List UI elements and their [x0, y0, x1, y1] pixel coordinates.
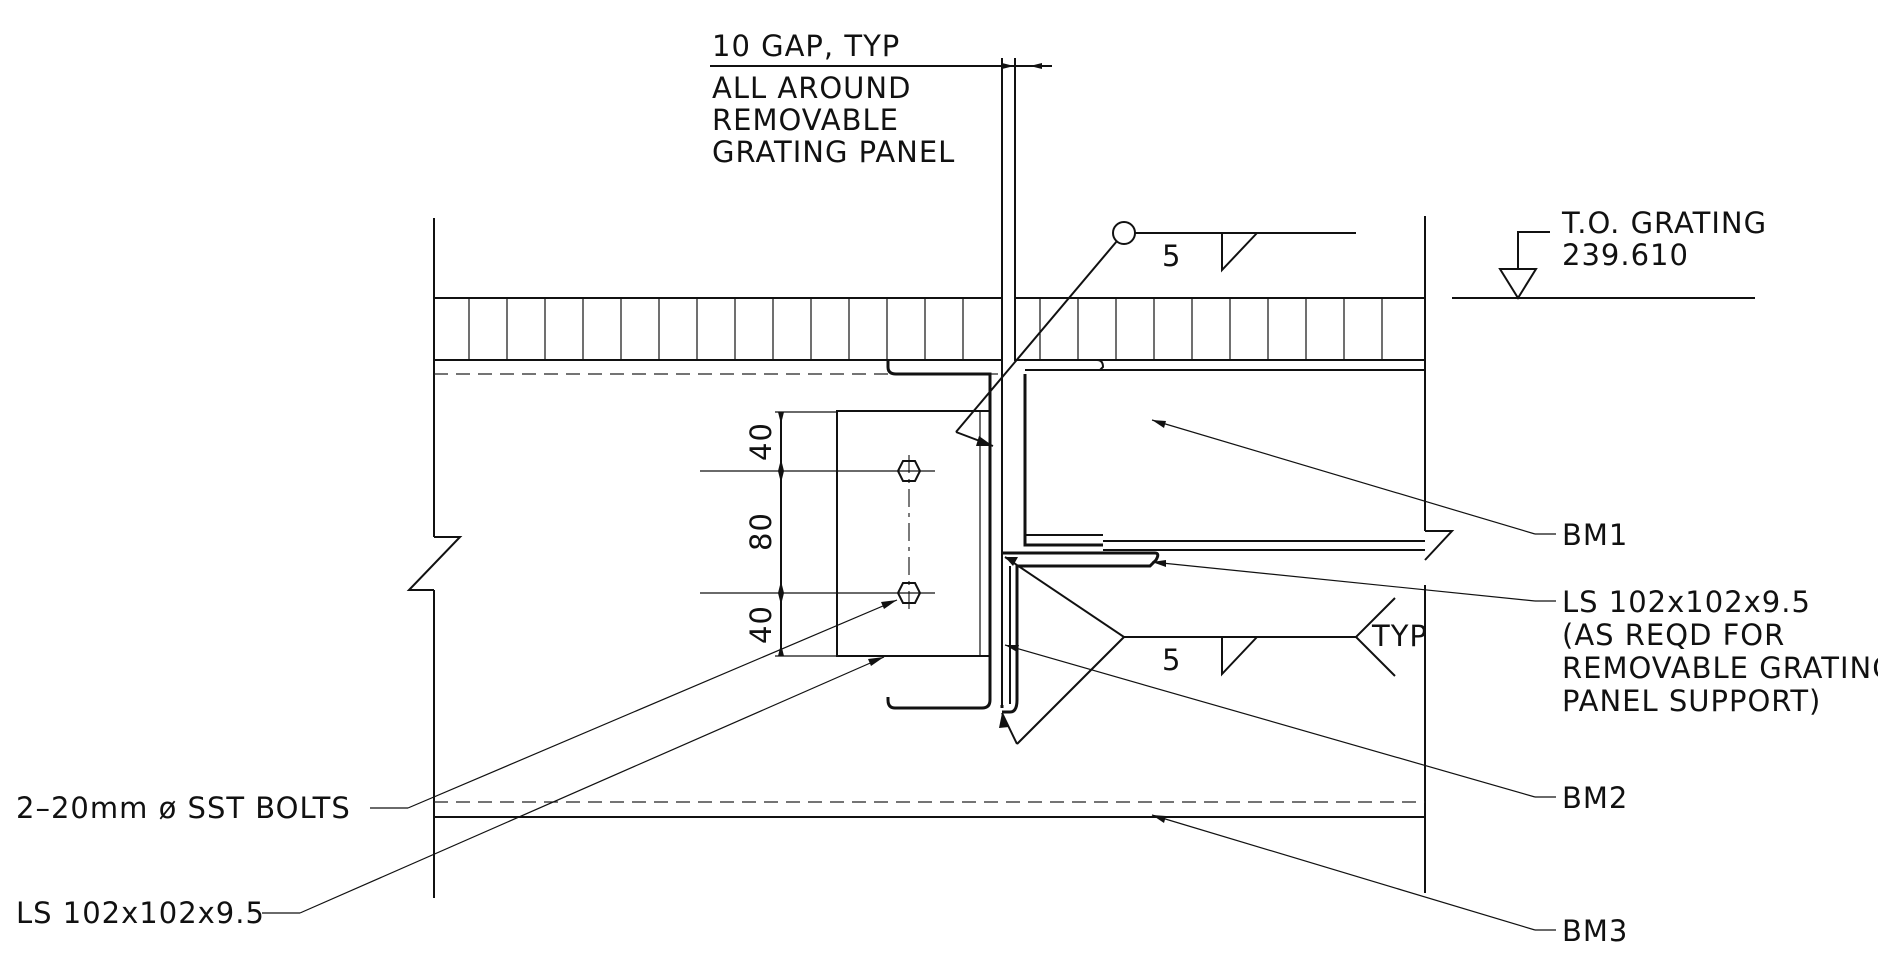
dim-top: 40 — [744, 422, 778, 461]
bm1-channel-section — [1023, 374, 1103, 547]
gap-note: 10 GAP, TYP ALL AROUND REMOVABLE GRATING… — [710, 29, 1052, 169]
weld-size-bottom: 5 — [1162, 643, 1181, 677]
elevation-triangle — [1498, 268, 1538, 300]
callout-bolts: 2–20mm ø SST BOLTS — [16, 599, 898, 825]
gap-note-line1: 10 GAP, TYP — [712, 29, 900, 63]
gap-arrow-left — [1002, 63, 1014, 69]
fillet-weld-glyph-top — [1221, 232, 1258, 273]
elevation-label: T.O. GRATING — [1561, 206, 1767, 240]
grating-panel-right — [1014, 297, 1426, 361]
callout-bolts-label: 2–20mm ø SST BOLTS — [16, 791, 351, 825]
weld-tail — [1354, 597, 1396, 677]
callout-angle-label: LS 102x102x9.5 — [16, 896, 265, 930]
dimension-string: 40 80 40 — [744, 411, 836, 657]
angle-plate — [836, 410, 991, 657]
callout-bm1-label: BM1 — [1562, 518, 1628, 552]
callout-bm2: BM2 — [1004, 644, 1628, 815]
callout-angle-support: LS 102x102x9.5 (AS REQD FOR REMOVABLE GR… — [1151, 560, 1878, 718]
weld-arrow-line-top — [955, 240, 1118, 433]
callout-angle: LS 102x102x9.5 — [16, 656, 885, 930]
dim-bottom: 40 — [744, 605, 778, 644]
weld-arrow-line-bottom-a — [1004, 556, 1125, 638]
fillet-weld-glyph-bottom — [1221, 636, 1258, 677]
angle-support-section — [1002, 551, 1160, 714]
weld-arrow-line-bottom-b — [1016, 636, 1125, 745]
bolt-lower — [896, 582, 922, 604]
break-line-right — [1424, 530, 1455, 561]
callout-bm1: BM1 — [1151, 419, 1628, 552]
callout-angle-support-line3: REMOVABLE GRATING — [1562, 651, 1878, 685]
weld-symbol-top: 5 — [955, 221, 1356, 447]
weld-symbol-bottom: 5 TYP — [999, 556, 1428, 745]
gap-arrow-right — [1030, 63, 1042, 69]
gap-note-line3: REMOVABLE — [712, 103, 899, 137]
elevation-value: 239.610 — [1562, 238, 1689, 272]
bm2-channel-section — [886, 360, 992, 710]
callout-bm3-label: BM3 — [1562, 914, 1628, 948]
weld-size-top: 5 — [1162, 239, 1181, 273]
dim-middle: 80 — [744, 512, 778, 551]
bolt-upper — [896, 460, 922, 482]
grating-panel-left — [433, 297, 1003, 361]
callout-bm3: BM3 — [1151, 814, 1628, 948]
callout-angle-support-line4: PANEL SUPPORT) — [1562, 684, 1821, 718]
callout-bm2-label: BM2 — [1562, 781, 1628, 815]
weld-typ-label: TYP — [1371, 619, 1428, 653]
elevation-marker: T.O. GRATING 239.610 — [1452, 206, 1767, 300]
break-line-left — [406, 536, 463, 591]
gap-note-line2: ALL AROUND — [712, 71, 911, 105]
gap-note-line4: GRATING PANEL — [712, 135, 955, 169]
callout-angle-support-line1: LS 102x102x9.5 — [1562, 585, 1811, 619]
callout-angle-support-line2: (AS REQD FOR — [1562, 618, 1785, 652]
